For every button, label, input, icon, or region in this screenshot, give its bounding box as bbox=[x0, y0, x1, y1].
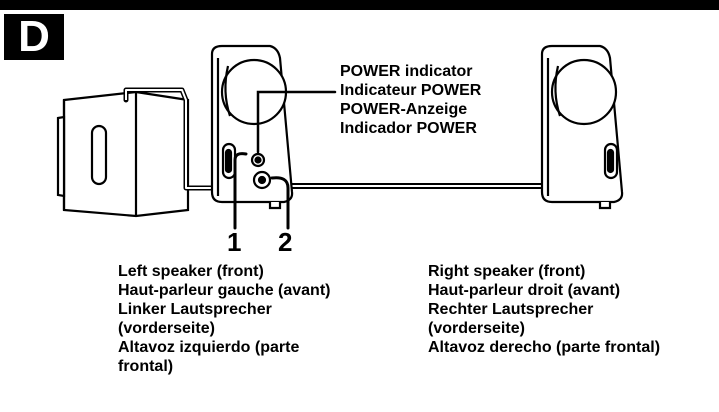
callout-number-2: 2 bbox=[278, 227, 293, 257]
left-speaker-caption: Left speaker (front) Haut-parleur gauche… bbox=[118, 263, 331, 375]
left-speaker bbox=[210, 44, 294, 210]
right-speaker bbox=[540, 44, 624, 210]
power-indicator-dot bbox=[255, 157, 261, 163]
callout-number-1: 1 bbox=[227, 227, 242, 257]
power-indicator-leader bbox=[256, 90, 337, 154]
top-rule bbox=[0, 0, 719, 10]
callout-leaders bbox=[233, 152, 290, 230]
power-indicator-label: POWER indicator Indicateur POWER POWER-A… bbox=[340, 63, 482, 137]
right-speaker-caption: Right speaker (front) Haut-parleur droit… bbox=[428, 263, 661, 356]
section-badge: D bbox=[4, 14, 64, 60]
ac-adaptor bbox=[56, 90, 190, 218]
